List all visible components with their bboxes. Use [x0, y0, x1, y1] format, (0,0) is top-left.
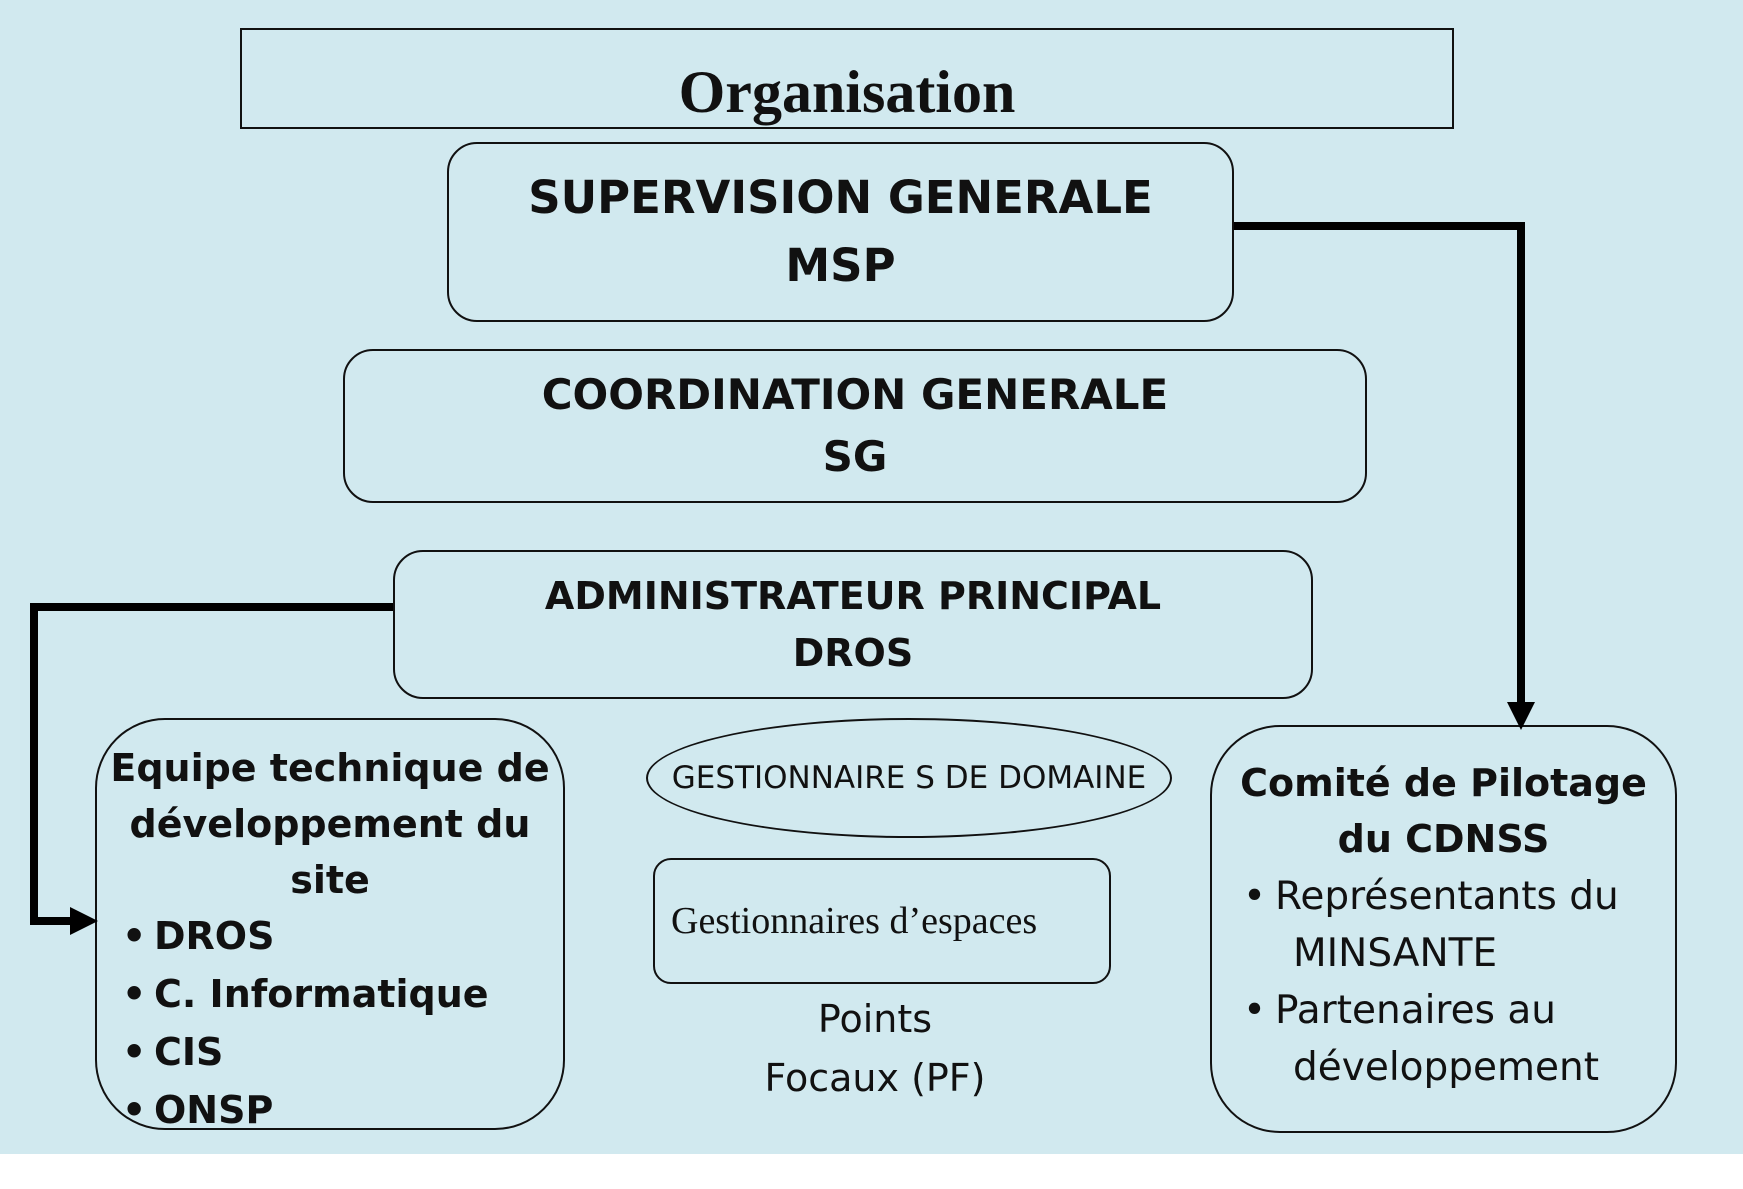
- equipe-members-list: DROS C. Informatique CIS ONSP: [122, 907, 489, 1139]
- coordination-line2: SG: [822, 432, 888, 481]
- list-item: CIS: [122, 1023, 489, 1081]
- comite-members-list: Représentants du MINSANTE Partenaires au…: [1243, 868, 1619, 1096]
- administrateur-principal-box: ADMINISTRATEUR PRINCIPAL DROS: [393, 550, 1313, 699]
- points-focaux-line2: Focaux (PF): [764, 1056, 986, 1100]
- list-item: Partenaires au développement: [1243, 982, 1619, 1096]
- comite-item-line1: Représentants du: [1275, 874, 1619, 919]
- diagram-canvas: Organisation SUPERVISION GENERALE MSP CO…: [0, 0, 1743, 1154]
- comite-heading-line1: Comité de Pilotage: [1240, 761, 1647, 805]
- points-focaux-label: Points Focaux (PF): [720, 990, 1030, 1108]
- arrowhead-right-icon: [70, 907, 98, 935]
- comite-item-line1: Partenaires au: [1275, 988, 1556, 1033]
- supervision-generale-box: SUPERVISION GENERALE MSP: [447, 142, 1234, 322]
- page-title: Organisation: [678, 59, 1016, 125]
- gestionnaires-domaine-label: GESTIONNAIRE S DE DOMAINE: [671, 760, 1147, 796]
- comite-item-line2: MINSANTE: [1293, 931, 1498, 976]
- equipe-heading-line1: Equipe technique de: [110, 746, 550, 790]
- coordination-generale-box: COORDINATION GENERALE SG: [343, 349, 1367, 503]
- supervision-line1: SUPERVISION GENERALE: [528, 171, 1153, 224]
- comite-heading-line2: du CDNSS: [1337, 817, 1550, 861]
- gestionnaires-domaine-ellipse: GESTIONNAIRE S DE DOMAINE: [646, 718, 1172, 838]
- supervision-line2: MSP: [785, 239, 896, 292]
- administrateur-line1: ADMINISTRATEUR PRINCIPAL: [544, 573, 1162, 618]
- comite-heading: Comité de Pilotage du CDNSS: [1212, 755, 1675, 867]
- list-item: Représentants du MINSANTE: [1243, 868, 1619, 982]
- coordination-line1: COORDINATION GENERALE: [541, 370, 1169, 419]
- equipe-heading-line2: développement du: [129, 802, 531, 846]
- gestionnaires-espaces-box: Gestionnaires d’espaces: [653, 858, 1111, 984]
- comite-item-line2: développement: [1293, 1045, 1600, 1090]
- list-item: C. Informatique: [122, 965, 489, 1023]
- gestionnaires-espaces-label: Gestionnaires d’espaces: [671, 900, 1038, 942]
- list-item: ONSP: [122, 1081, 489, 1139]
- list-item: DROS: [122, 907, 489, 965]
- administrateur-line2: DROS: [792, 630, 914, 675]
- comite-pilotage-box: Comité de Pilotage du CDNSS: [1210, 725, 1677, 1133]
- points-focaux-line1: Points: [817, 997, 933, 1041]
- title-box: Organisation: [240, 28, 1454, 129]
- equipe-heading-line3: site: [290, 858, 370, 902]
- equipe-heading: Equipe technique de développement du sit…: [97, 740, 563, 908]
